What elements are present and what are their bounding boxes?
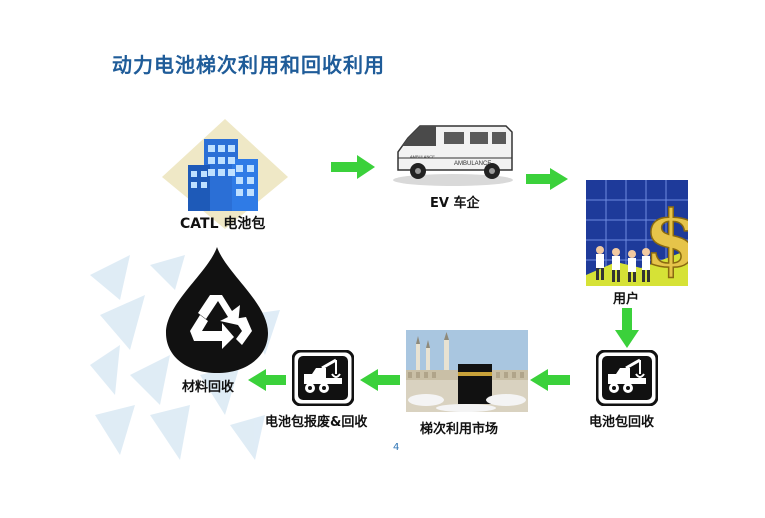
arrow-right-2 <box>526 168 568 190</box>
slide-title: 动力电池梯次利用和回收利用 <box>112 49 385 78</box>
ev-label: EV 车企 <box>430 192 479 211</box>
cascade-market-label: 梯次利用市场 <box>420 418 498 437</box>
cascade-market-node <box>406 330 528 412</box>
users-dollar-icon: $ <box>586 180 688 286</box>
user-label: 用户 <box>613 288 639 307</box>
scrap-recycle-node <box>292 350 354 406</box>
svg-text:AMBULANCE: AMBULANCE <box>410 154 435 159</box>
recycle-pack-node <box>596 350 658 406</box>
tow-truck-icon <box>292 350 354 406</box>
tow-truck-icon <box>596 350 658 406</box>
svg-text:$: $ <box>644 194 688 285</box>
recycle-pack-label: 电池包回收 <box>589 411 654 430</box>
recycle-drop-icon <box>160 245 275 375</box>
ambulance-icon: AMBULANCE AMBULANCE <box>388 118 518 188</box>
material-label: 材料回收 <box>182 376 234 395</box>
ev-node: AMBULANCE AMBULANCE <box>388 118 518 188</box>
scrap-recycle-label: 电池包报废&回收 <box>265 411 367 430</box>
catl-label: CATL 电池包 <box>180 213 265 233</box>
page-number: 4 <box>393 442 399 453</box>
market-scene-icon <box>406 330 528 412</box>
arrow-down-3 <box>615 308 639 348</box>
user-node: $ <box>586 180 688 286</box>
arrow-right-1 <box>331 155 375 179</box>
arrow-left-5 <box>360 369 400 391</box>
material-node <box>160 245 275 375</box>
arrow-left-4 <box>530 369 570 391</box>
